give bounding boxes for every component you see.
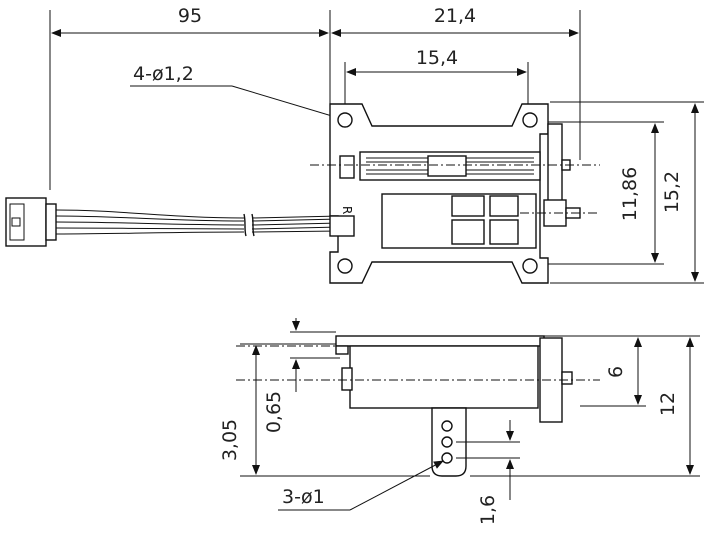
arm-hole-1: [441, 420, 453, 432]
side-view: 3,05 0,65 12 6 1,6 3-ø1: [219, 318, 700, 525]
dim-6-label: 6: [605, 366, 627, 378]
arm-holes-label: 3-ø1: [282, 486, 325, 508]
mount-hole-top-left: [337, 112, 353, 128]
chip-1: [451, 195, 485, 217]
dim-12-label: 12: [657, 392, 679, 416]
dim-95-label: 95: [178, 5, 202, 27]
side-plate-lip: [335, 345, 349, 355]
r-mark: R: [340, 206, 354, 214]
arm-hole-3: [441, 452, 453, 464]
dim-214-label: 21,4: [434, 5, 476, 27]
connector-face: [9, 203, 25, 241]
dim-305-label: 3,05: [219, 419, 241, 461]
arm-holes-leader: [349, 460, 444, 511]
connector-neck: [45, 203, 57, 241]
barrel-end-cap: [339, 155, 355, 179]
cable-entry: [329, 215, 355, 237]
top-view: 95 21,4 15,4 4-ø1,2: [5, 5, 704, 284]
chip-4: [489, 219, 519, 245]
dim-065-label: 0,65: [263, 391, 285, 433]
side-plate: [335, 335, 545, 347]
dim-16-label: 1,6: [477, 495, 499, 525]
dim-154-label: 15,4: [416, 47, 458, 69]
chip-2: [489, 195, 519, 217]
connector-latch: [11, 217, 21, 227]
chip-3: [451, 219, 485, 245]
dim-152-label: 15,2: [661, 171, 683, 213]
cable-wires: [55, 209, 341, 237]
hole-note-label: 4-ø1,2: [133, 63, 194, 85]
dim-1186-label: 11,86: [619, 167, 641, 221]
arm-hole-2: [441, 436, 453, 448]
mount-hole-bottom-right: [522, 258, 538, 274]
side-shaft-tip: [561, 371, 573, 385]
side-body: [349, 345, 539, 409]
side-end-cap: [341, 367, 353, 391]
mount-hole-bottom-left: [337, 258, 353, 274]
barrel-clamp: [427, 155, 467, 177]
mount-hole-top-right: [522, 112, 538, 128]
